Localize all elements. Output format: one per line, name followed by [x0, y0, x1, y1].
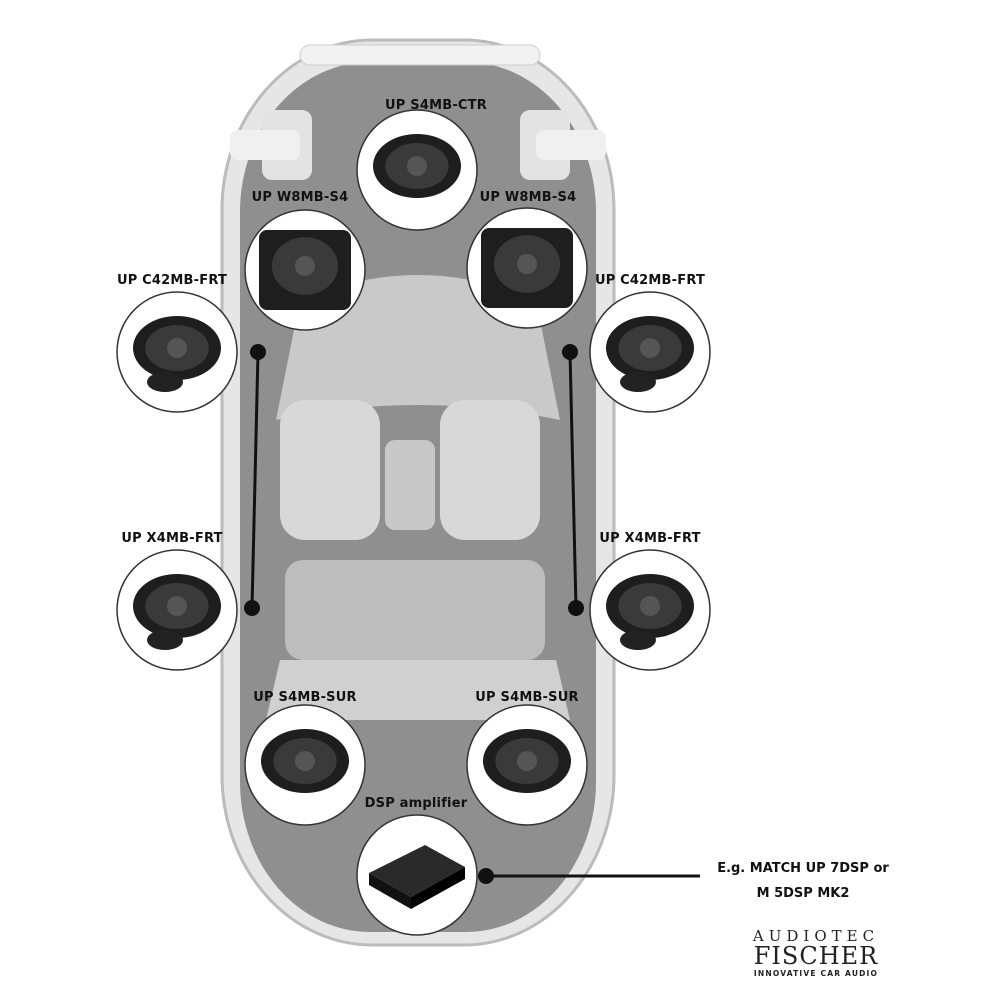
- brand-logo: AUDIOTEC FISCHER INNOVATIVE CAR AUDIO: [748, 928, 884, 980]
- logo-tagline: INNOVATIVE CAR AUDIO: [753, 969, 879, 978]
- amplifier-icon: [369, 845, 465, 897]
- amplifier-note-line1: E.g. MATCH UP 7DSP or: [717, 861, 889, 876]
- front-left-wire: [250, 351, 260, 609]
- front-right-speaker: [589, 291, 711, 413]
- amplifier-note-line2: M 5DSP MK2: [756, 886, 850, 901]
- woofer-left: [244, 209, 366, 331]
- label-front-right: UP C42MB-FRT: [594, 273, 706, 288]
- connection-dot: [250, 344, 266, 360]
- dsp-amplifier: [356, 814, 478, 936]
- amplifier-note: E.g. MATCH UP 7DSP or M 5DSP MK2: [708, 856, 898, 906]
- label-woofer-left: UP W8MB-S4: [251, 190, 349, 205]
- label-surround-left: UP S4MB-SUR: [253, 690, 357, 705]
- label-rear-door-left: UP X4MB-FRT: [121, 531, 223, 546]
- label-surround-right: UP S4MB-SUR: [475, 690, 579, 705]
- logo-line2: FISCHER: [753, 942, 879, 970]
- connection-dot: [244, 600, 260, 616]
- rear-door-right-speaker: [589, 549, 711, 671]
- connection-dot: [478, 868, 494, 884]
- center-speaker: [356, 109, 478, 231]
- label-amplifier: DSP amplifier: [364, 796, 468, 811]
- label-front-left: UP C42MB-FRT: [116, 273, 228, 288]
- connection-dot: [562, 344, 578, 360]
- front-right-wire: [568, 351, 578, 609]
- woofer-right: [466, 207, 588, 329]
- logo-line1: AUDIOTEC: [752, 927, 880, 945]
- label-rear-door-right: UP X4MB-FRT: [599, 531, 701, 546]
- label-woofer-right: UP W8MB-S4: [479, 190, 577, 205]
- surround-left-speaker: [244, 704, 366, 826]
- label-center-speaker: UP S4MB-CTR: [385, 98, 487, 113]
- surround-right-speaker: [466, 704, 588, 826]
- rear-door-left-speaker: [116, 549, 238, 671]
- front-left-speaker: [116, 291, 238, 413]
- connection-dot: [568, 600, 584, 616]
